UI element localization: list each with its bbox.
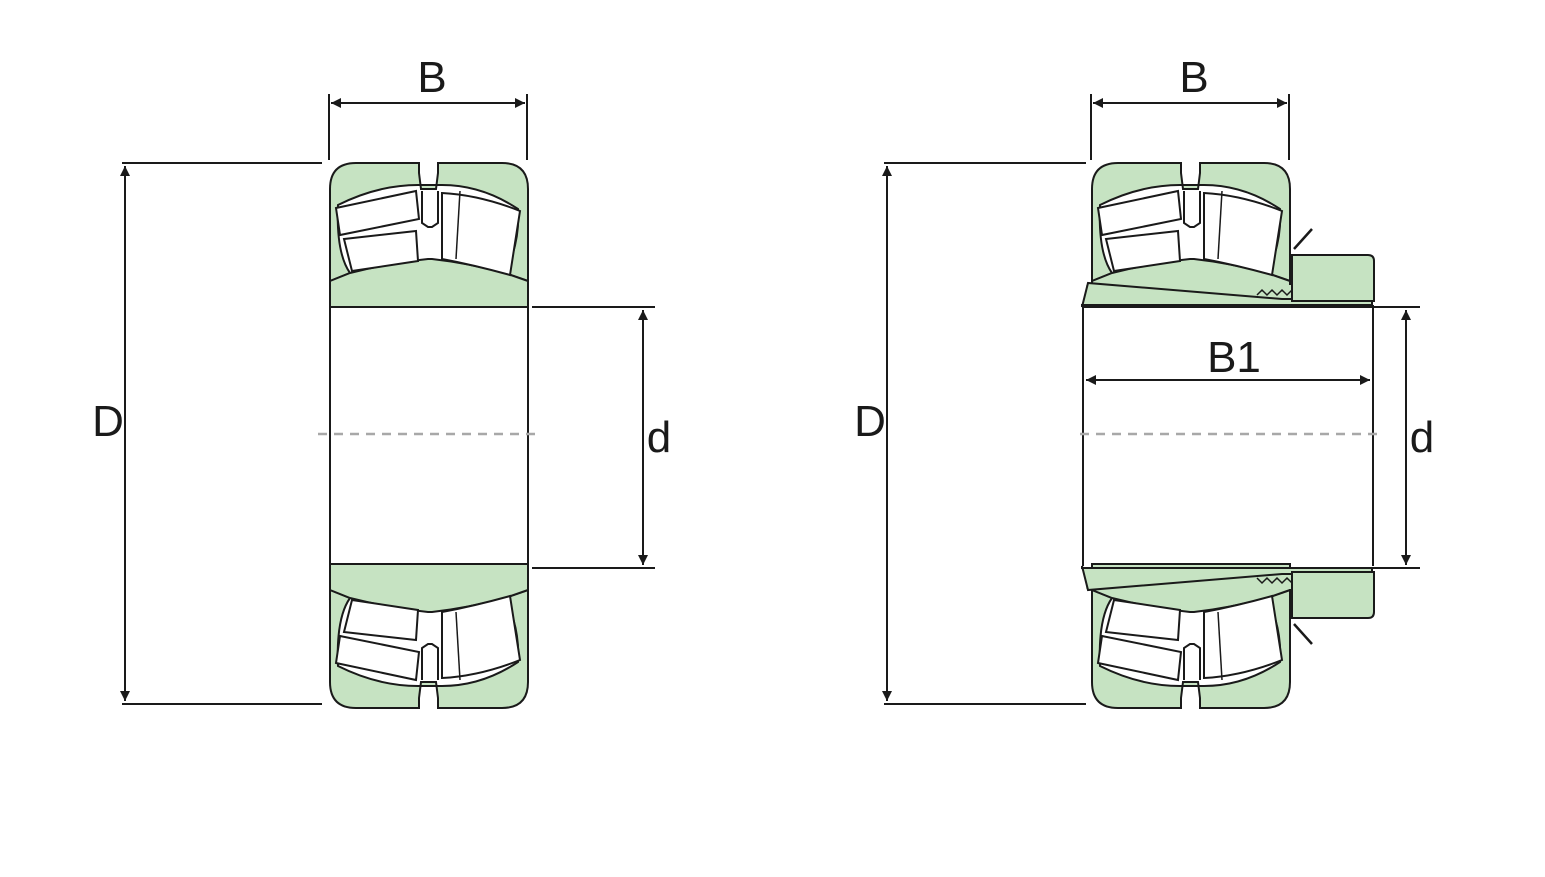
left-bearing-bottom (329, 563, 529, 709)
right-view: B D B1 d (854, 53, 1434, 709)
left-outer-diameter-label: D (92, 397, 124, 446)
left-view: B D d (92, 53, 671, 709)
right-bore-label: d (1410, 413, 1434, 462)
right-sleeve-width-label: B1 (1207, 333, 1261, 382)
right-outer-diameter-label: D (854, 397, 886, 446)
left-b-label: B (417, 53, 446, 102)
right-b-label: B (1179, 53, 1208, 102)
left-bearing-top (329, 162, 529, 308)
left-bore-label: d (647, 413, 671, 462)
